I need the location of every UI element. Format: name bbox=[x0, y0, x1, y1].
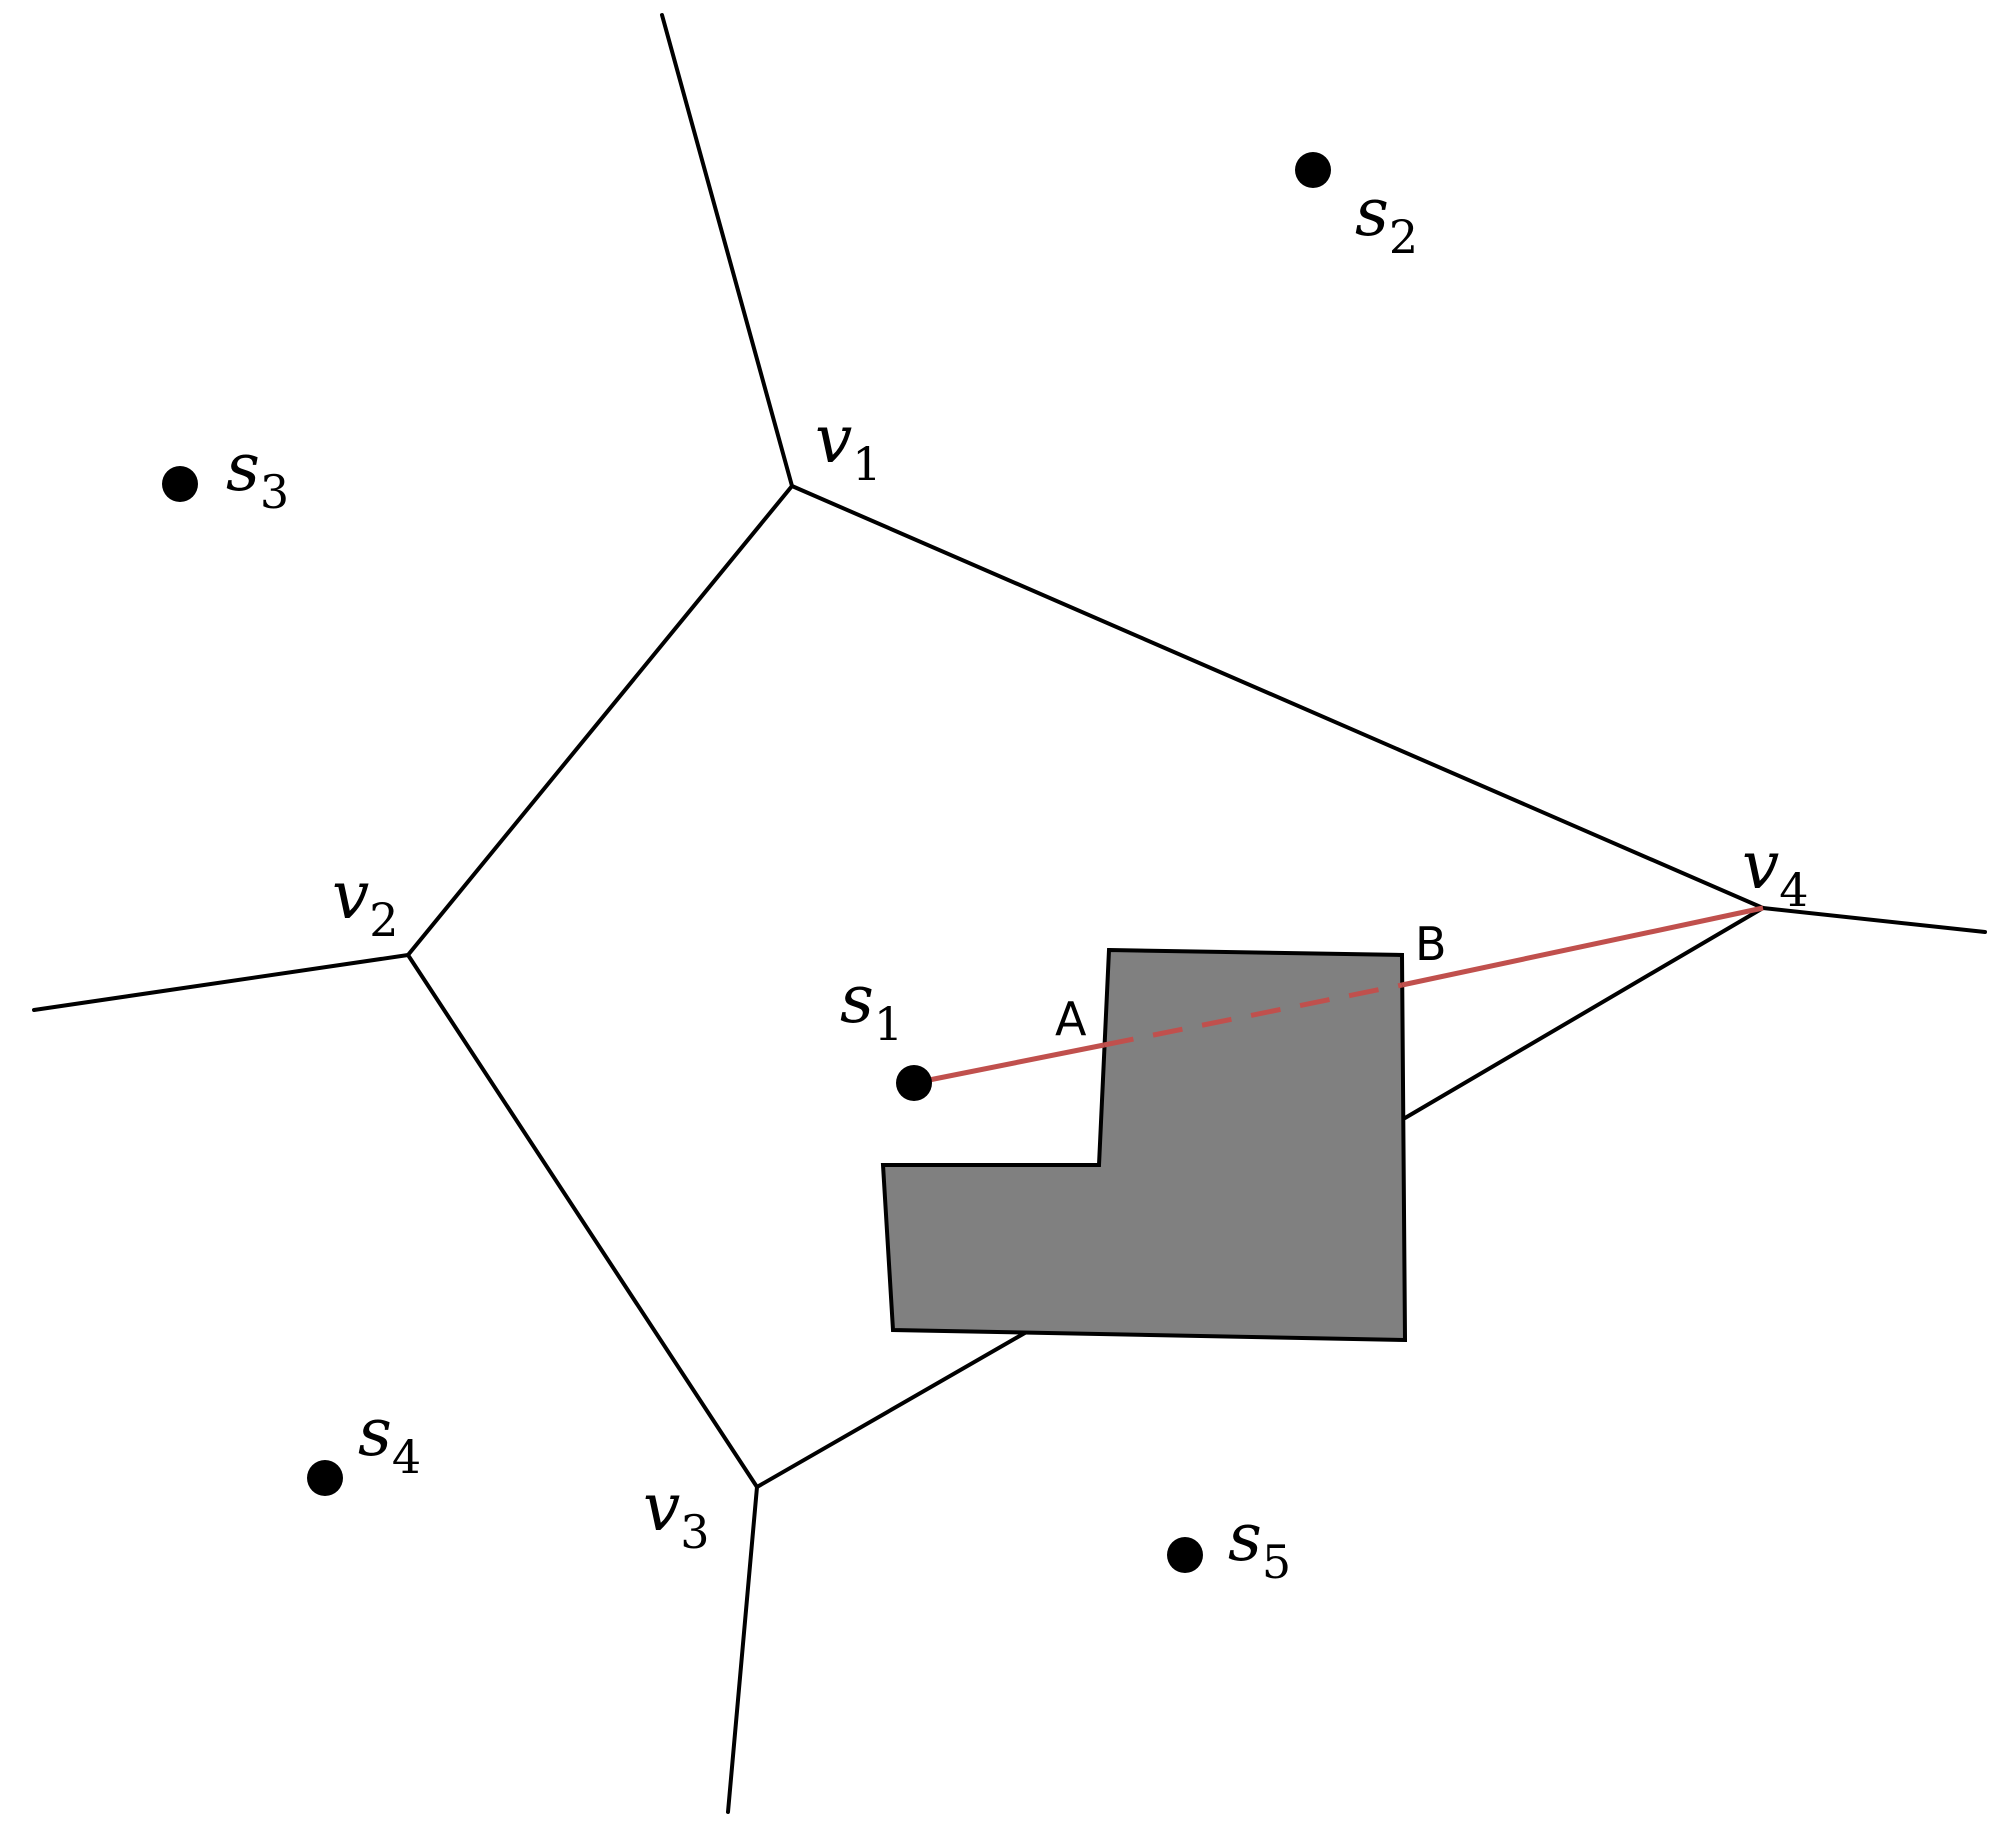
vertex-v2-label: v2 bbox=[332, 857, 399, 947]
site-s1-dot bbox=[896, 1065, 932, 1101]
site-s4-dot bbox=[307, 1460, 343, 1496]
vertex-v1-label: v1 bbox=[815, 401, 882, 491]
vertex-v3-label: v3 bbox=[643, 1469, 710, 1559]
point-B-label: B bbox=[1415, 917, 1447, 971]
site-s1-label: s1 bbox=[840, 961, 903, 1051]
edge-v1-top bbox=[660, 13, 794, 488]
site-s2-label: s2 bbox=[1355, 174, 1418, 264]
segment-s1-A bbox=[913, 1042, 1105, 1086]
site-s3-dot bbox=[162, 466, 198, 502]
sites bbox=[162, 152, 1331, 1573]
site-s5-dot bbox=[1167, 1537, 1203, 1573]
site-s4-label: s4 bbox=[358, 1394, 421, 1484]
edge-v2-left bbox=[32, 953, 410, 1012]
site-s2-dot bbox=[1295, 152, 1331, 188]
edge-v4-right bbox=[1761, 906, 1987, 934]
edge-v1-v2 bbox=[406, 484, 794, 957]
edge-v4-obstacle bbox=[1403, 906, 1765, 1120]
segment-A-B-hidden bbox=[1103, 982, 1403, 1048]
site-s3-label: s3 bbox=[226, 429, 289, 519]
intersection-labels: A B bbox=[1055, 917, 1447, 1046]
voronoi-edges bbox=[32, 13, 1987, 1814]
vertex-labels: v1 v2 v3 v4 bbox=[332, 401, 1809, 1559]
edge-v3-bottom bbox=[726, 1485, 759, 1814]
site-s5-label: s5 bbox=[1228, 1499, 1291, 1589]
obstacle-polygon bbox=[880, 947, 1408, 1343]
point-A-label: A bbox=[1055, 992, 1087, 1046]
line-of-sight bbox=[913, 905, 1764, 1086]
site-labels: s1 s2 s3 s4 s5 bbox=[226, 174, 1418, 1589]
edge-v2-v3 bbox=[406, 953, 759, 1489]
vertex-v4-label: v4 bbox=[1742, 827, 1809, 917]
edge-v1-v4 bbox=[790, 484, 1765, 910]
edge-v3-obstacle bbox=[755, 1328, 1032, 1489]
segment-B-v4 bbox=[1401, 905, 1764, 988]
